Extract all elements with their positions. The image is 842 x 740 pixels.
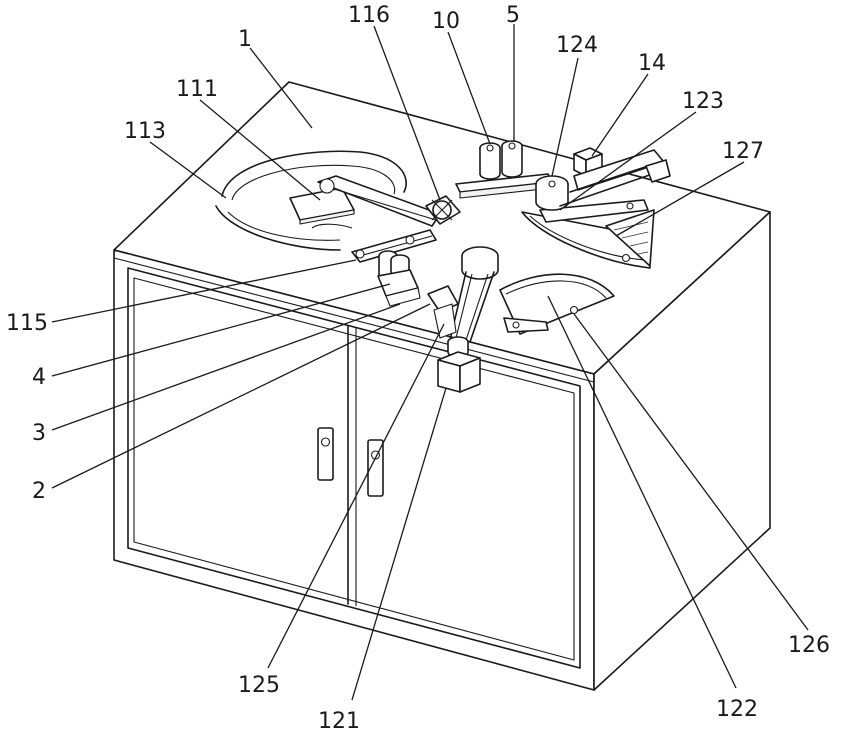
label-5: 5	[506, 3, 520, 28]
tray-127-hole	[623, 255, 630, 262]
motor-121-front	[438, 360, 460, 392]
label-122: 122	[716, 697, 758, 722]
arm-115-bolt-a	[356, 250, 364, 258]
label-1: 1	[238, 27, 252, 52]
label-125: 125	[238, 673, 280, 698]
arm-115-bolt-b	[406, 236, 414, 244]
spindle-5	[502, 146, 522, 177]
fan-tray-clamp-bolt	[513, 322, 519, 328]
spindle-10	[480, 148, 500, 179]
label-126: 126	[788, 633, 830, 658]
label-14: 14	[638, 51, 666, 76]
label-124: 124	[556, 33, 598, 58]
left-door-handle	[318, 428, 333, 480]
label-123: 123	[682, 89, 724, 114]
drum-124	[536, 184, 568, 210]
label-113: 113	[124, 119, 166, 144]
label-127: 127	[722, 139, 764, 164]
leader-14	[592, 74, 648, 156]
label-3: 3	[32, 421, 46, 446]
label-111: 111	[176, 77, 218, 102]
label-4: 4	[32, 365, 46, 390]
label-116: 116	[348, 3, 390, 28]
label-10: 10	[432, 9, 460, 34]
label-121: 121	[318, 709, 360, 734]
arm-111-pivot	[320, 179, 334, 193]
label-115: 115	[6, 311, 48, 336]
slide-rail-bolt	[627, 203, 633, 209]
fan-tray-hole	[571, 307, 578, 314]
label-2: 2	[32, 479, 46, 504]
